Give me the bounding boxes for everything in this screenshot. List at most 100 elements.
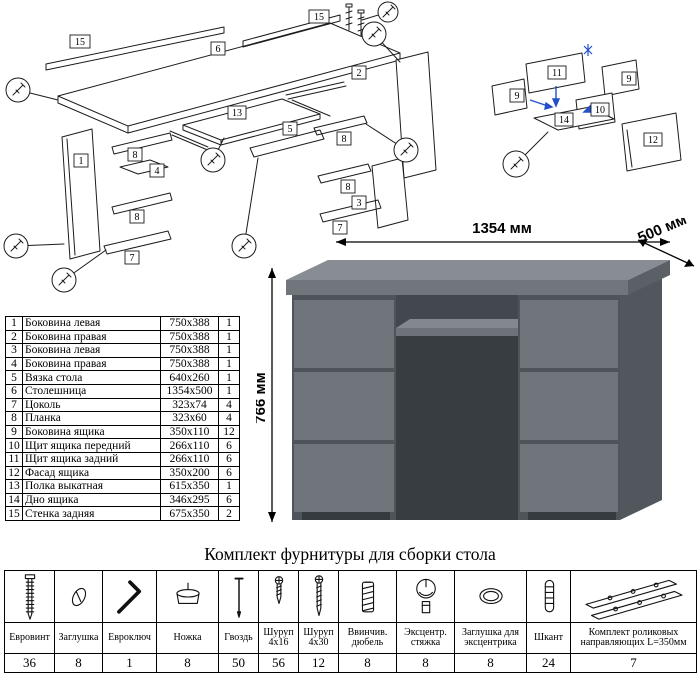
svg-text:1: 1 bbox=[79, 156, 84, 167]
screw-in-dowel-icon bbox=[361, 581, 374, 612]
desk-tie-panel bbox=[249, 129, 325, 158]
svg-text:5: 5 bbox=[288, 124, 293, 135]
part-qty: 2 bbox=[218, 506, 240, 521]
hardware-qty: 8 bbox=[54, 653, 103, 673]
svg-text:15: 15 bbox=[314, 12, 324, 23]
screw-long-icon bbox=[314, 574, 323, 616]
part-name: Боковина правая bbox=[22, 356, 161, 372]
part-num: 4 bbox=[5, 356, 23, 372]
hardware-qty: 8 bbox=[156, 653, 219, 673]
inner-side-panel bbox=[371, 157, 409, 229]
hardware-icon-cell bbox=[54, 570, 103, 623]
hardware-qty-row: 36 8 1 8 50 56 12 8 8 8 24 7 bbox=[4, 653, 697, 673]
svg-text:8: 8 bbox=[135, 212, 140, 223]
hardware-name: Заглушка bbox=[54, 622, 103, 654]
cam-cap-icon bbox=[478, 587, 503, 604]
hardware-name: Шуруп 4х30 bbox=[298, 622, 339, 654]
part-qty: 4 bbox=[218, 397, 240, 413]
hardware-name: Комплект роликовых направляющих L=350мм bbox=[570, 622, 697, 654]
part-size: 750x388 bbox=[160, 343, 219, 358]
part-name: Дно ящика bbox=[22, 492, 161, 508]
wood-dowel-icon bbox=[544, 579, 554, 612]
main-exploded-view: 15 6 15 2 1 8 4 8 13 5 8 8 3 7 7 bbox=[3, 1, 437, 293]
part-size: 266x110 bbox=[160, 438, 219, 453]
hardware-names-row: Евровинт Заглушка Евроключ Ножка Гвоздь … bbox=[4, 622, 697, 654]
part-label-13: 13 bbox=[227, 105, 247, 120]
part-size: 675x350 bbox=[160, 506, 219, 521]
part-num: 13 bbox=[5, 479, 23, 494]
part-label-1: 1 bbox=[73, 153, 89, 168]
part-num: 12 bbox=[5, 465, 23, 481]
part-label-3: 3 bbox=[351, 195, 367, 210]
confirmat-screw-icon bbox=[24, 573, 35, 620]
hex-key-icon bbox=[116, 579, 141, 614]
drawer-front bbox=[294, 372, 394, 440]
part-num: 9 bbox=[5, 424, 23, 440]
drawer-side-panel bbox=[601, 59, 640, 97]
hardware-qty: 50 bbox=[218, 653, 259, 673]
desk-body bbox=[286, 260, 670, 520]
part-qty: 1 bbox=[218, 356, 240, 372]
part-qty: 1 bbox=[218, 383, 240, 399]
part-size: 750x388 bbox=[160, 316, 219, 331]
part-size: 350x200 bbox=[160, 465, 219, 481]
plug-cap-icon bbox=[71, 587, 86, 606]
drawer-exploded-view: 11 9 9 10 14 12 bbox=[491, 44, 682, 178]
part-label-2: 2 bbox=[351, 65, 367, 80]
hardware-qty: 8 bbox=[396, 653, 455, 673]
part-name: Вязка стола bbox=[22, 370, 161, 385]
slat bbox=[111, 132, 173, 155]
svg-text:14: 14 bbox=[559, 115, 569, 126]
svg-text:9: 9 bbox=[627, 74, 632, 85]
part-name: Боковина правая bbox=[22, 329, 161, 345]
hardware-name: Евровинт bbox=[4, 622, 55, 654]
part-name: Цоколь bbox=[22, 397, 161, 413]
part-label-15: 15 bbox=[308, 9, 330, 24]
hardware-name: Шкант bbox=[526, 622, 571, 654]
hardware-table: Евровинт Заглушка Евроключ Ножка Гвоздь … bbox=[4, 570, 697, 673]
hardware-icon-cell bbox=[526, 570, 571, 623]
part-size: 750x388 bbox=[160, 329, 219, 345]
svg-text:13: 13 bbox=[232, 108, 242, 119]
plinth bbox=[302, 512, 390, 520]
part-qty: 12 bbox=[218, 424, 240, 440]
hardware-name: Ввинчив. дюбель bbox=[338, 622, 397, 654]
part-label-11: 11 bbox=[547, 65, 567, 80]
svg-text:8: 8 bbox=[342, 134, 347, 145]
part-size: 1354x500 bbox=[160, 383, 219, 399]
part-qty: 6 bbox=[218, 465, 240, 481]
hardware-icons-row bbox=[4, 570, 697, 623]
part-name: Стенка задняя bbox=[22, 506, 161, 521]
part-size: 640x260 bbox=[160, 370, 219, 385]
hardware-icon-cell bbox=[4, 570, 55, 623]
drawer-front bbox=[294, 444, 394, 512]
hardware-icon-cell bbox=[454, 570, 527, 623]
back-panel-right bbox=[242, 14, 341, 48]
part-name: Боковина левая bbox=[22, 343, 161, 358]
hardware-icon-cell bbox=[338, 570, 397, 623]
part-qty: 6 bbox=[218, 438, 240, 453]
part-label-9: 9 bbox=[509, 88, 525, 103]
part-name: Щит ящика задний bbox=[22, 451, 161, 467]
hardware-qty: 1 bbox=[102, 653, 157, 673]
part-name: Фасад ящика bbox=[22, 465, 161, 481]
svg-text:12: 12 bbox=[648, 135, 658, 146]
part-qty: 1 bbox=[218, 370, 240, 385]
width-dimension-label: 1354 мм bbox=[472, 220, 532, 237]
part-name: Щит ящика передний bbox=[22, 438, 161, 453]
part-size: 346x295 bbox=[160, 492, 219, 508]
hardware-title: Комплект фурнитуры для сборки стола bbox=[204, 544, 496, 564]
part-name: Полка выкатная bbox=[22, 479, 161, 494]
nail-icon bbox=[233, 577, 244, 618]
hardware-name: Ножка bbox=[156, 622, 219, 654]
hardware-qty: 7 bbox=[570, 653, 697, 673]
part-label-15: 15 bbox=[69, 34, 91, 49]
